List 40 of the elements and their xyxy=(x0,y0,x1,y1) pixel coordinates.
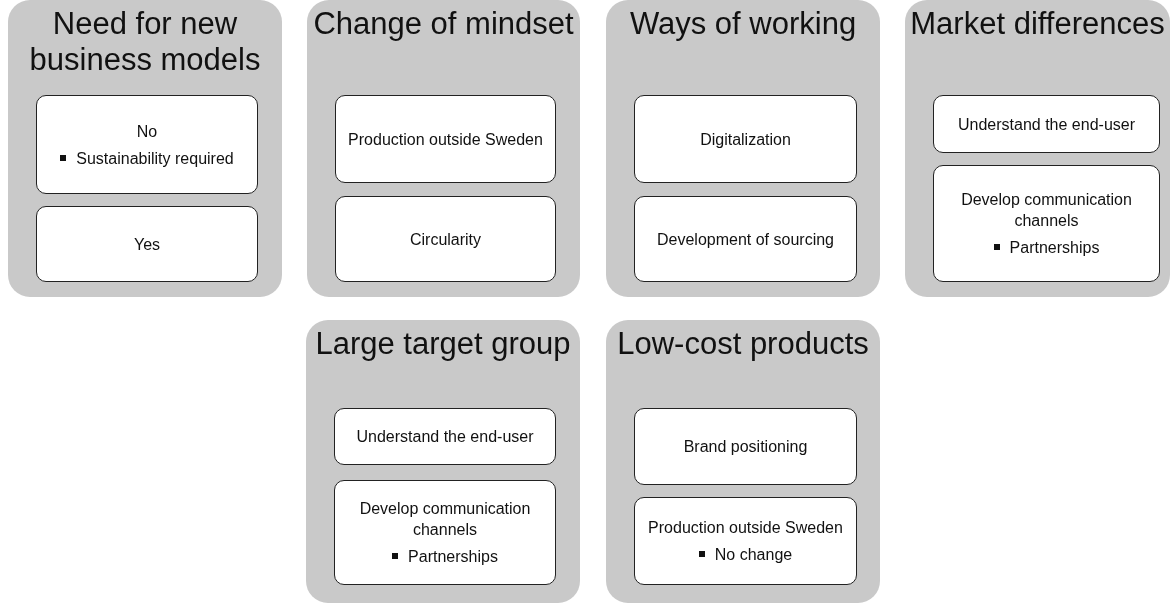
item-text: Develop communication channels xyxy=(358,499,532,540)
category-panel xyxy=(606,0,880,297)
panel-title: Market differences xyxy=(909,6,1166,42)
category-panel xyxy=(306,320,580,603)
item-text: Digitalization xyxy=(700,129,791,150)
category-panel xyxy=(606,320,880,603)
item-text: Brand positioning xyxy=(683,437,808,457)
item-box xyxy=(335,95,556,183)
bullet-text: No change xyxy=(714,545,793,565)
item-text: Develop communication channels xyxy=(960,190,1133,231)
item-box xyxy=(634,497,857,585)
item-box xyxy=(634,196,857,282)
item-box xyxy=(933,95,1160,153)
bullet-text: Partnerships xyxy=(1009,238,1100,258)
item-box xyxy=(36,95,258,194)
item-text: Production outside Sweden xyxy=(348,129,543,150)
item-text: No xyxy=(136,121,158,142)
item-box xyxy=(933,165,1160,282)
panel-title: Low-cost products xyxy=(616,326,870,362)
item-box xyxy=(634,95,857,183)
panel-title: Change of mindset xyxy=(312,6,575,42)
item-box xyxy=(334,480,556,585)
panel-title: Ways of working xyxy=(628,6,858,42)
item-text: Understand the end-user xyxy=(356,427,534,447)
category-panel xyxy=(8,0,282,297)
category-panel xyxy=(905,0,1170,297)
panel-title: Large target group xyxy=(314,326,572,362)
item-text: Yes xyxy=(133,234,161,255)
item-text: Understand the end-user xyxy=(958,114,1135,135)
item-box xyxy=(335,196,556,282)
item-box xyxy=(634,408,857,485)
item-text: Production outside Sweden xyxy=(648,518,843,538)
item-box xyxy=(36,206,258,282)
item-text: Development of sourcing xyxy=(657,229,834,250)
bullet-text: Sustainability required xyxy=(76,148,234,169)
category-panel xyxy=(307,0,580,297)
item-box xyxy=(334,408,556,465)
panel-title: Need for new business models xyxy=(28,6,262,78)
item-text: Circularity xyxy=(409,229,482,250)
bullet-text: Partnerships xyxy=(408,547,498,567)
